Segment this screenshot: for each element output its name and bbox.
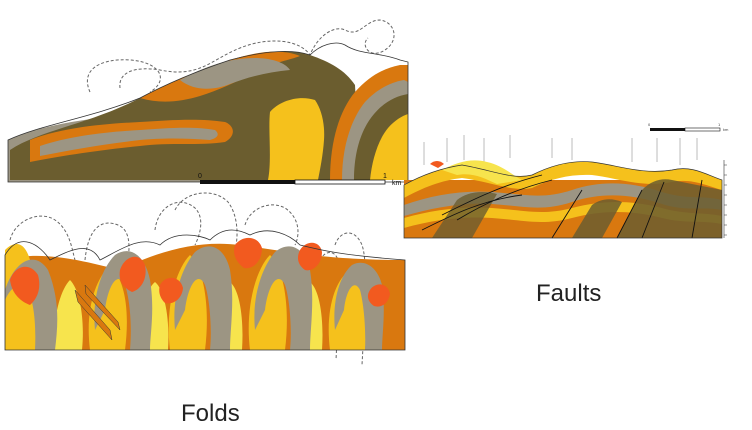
- scale-end-label: 1: [383, 173, 387, 180]
- caption-folds: Folds: [181, 400, 240, 427]
- fold-section-bottom-svg: [4, 192, 406, 366]
- fold-gray-anticlines: [5, 246, 384, 350]
- fault-band-light-yellow: [442, 160, 522, 184]
- fold-bottom-outline: [4, 229, 406, 351]
- fold-right-yellow: [370, 114, 408, 180]
- fault-labels: [423, 135, 698, 165]
- fold-section-bottom: [0, 190, 410, 370]
- fold-section-top-svg: 0 1 km: [7, 19, 409, 187]
- fold-section-outline: [7, 42, 409, 183]
- fold-olive-stripes: [74, 284, 121, 341]
- faults-scale-start: 0: [648, 123, 650, 127]
- fault-band-olive: [572, 179, 722, 238]
- scale-bar-fold-top: 0 1 km: [198, 173, 402, 187]
- faults-scale-end: 1: [718, 123, 720, 127]
- fault-band-olive-left: [432, 192, 497, 238]
- eroded-fold-trace: [87, 19, 395, 93]
- fault-lines: [421, 174, 703, 239]
- scale-unit-label: km: [392, 180, 402, 187]
- eroded-fold-trace-bottom: [9, 192, 366, 366]
- fault-section: 0 1 km: [402, 120, 747, 245]
- fold-gray-band-upper: [180, 58, 290, 89]
- fault-section-outline: [403, 161, 723, 239]
- fold-yellow-core: [268, 98, 325, 180]
- fold-section-top: 0 1 km: [0, 0, 410, 200]
- fault-red-patch: [430, 161, 444, 168]
- scale-start-label: 0: [198, 173, 202, 180]
- faults-scale-unit: km: [723, 128, 729, 132]
- fold-gray-band-lower: [40, 127, 218, 156]
- fault-section-svg: 0 1 km: [403, 123, 729, 239]
- scale-bar-faults: 0 1 km: [648, 123, 729, 132]
- elevation-axis: [723, 160, 727, 238]
- caption-faults: Faults: [536, 280, 602, 307]
